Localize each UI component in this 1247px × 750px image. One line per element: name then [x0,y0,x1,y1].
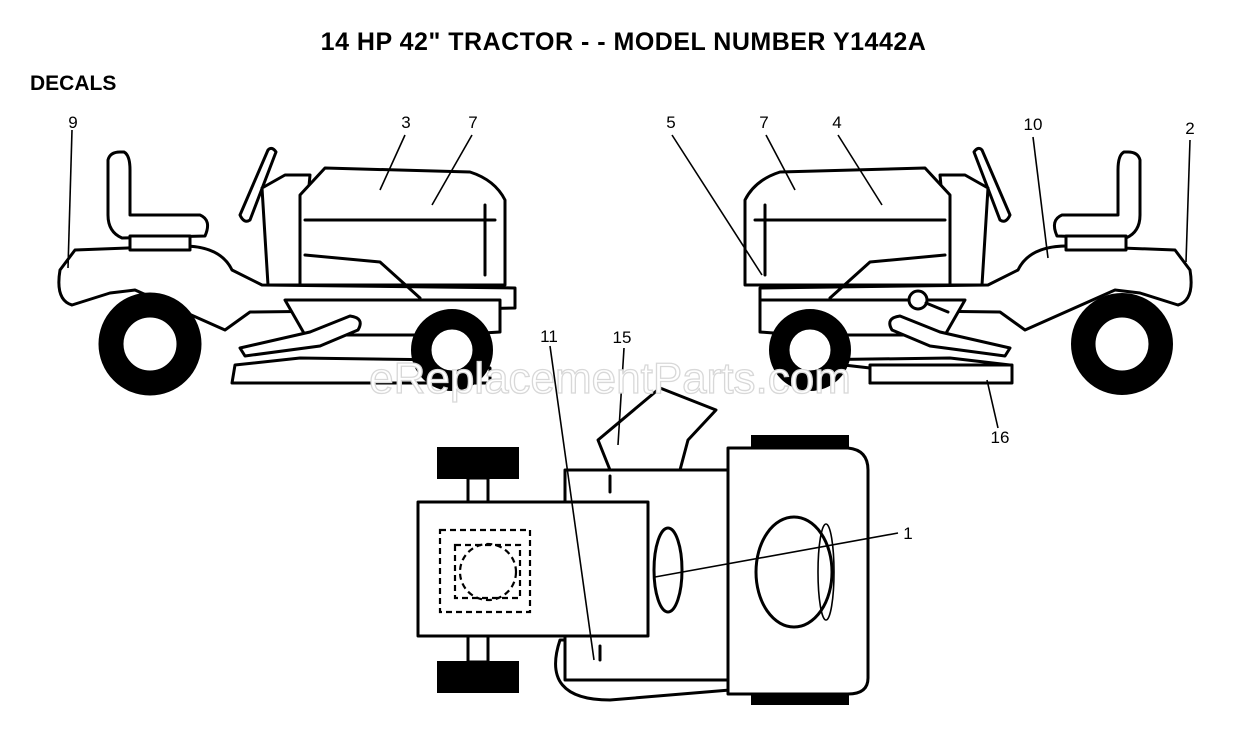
callout-2: 2 [1185,119,1194,138]
callout-9: 9 [68,113,77,132]
callout-1: 1 [903,524,912,543]
callout-11: 11 [540,327,558,346]
leader-lines [67,129,1191,661]
tractor-right-side-view [743,146,1193,395]
callout-4: 4 [832,113,841,132]
callout-labels: 9 3 7 5 7 4 10 2 11 15 16 1 [68,113,1194,543]
callout-3: 3 [401,113,410,132]
callout-7-right: 7 [759,113,768,132]
tractor-top-view [416,386,870,705]
callout-7-left: 7 [468,113,477,132]
page-title: 14 HP 42" TRACTOR - - MODEL NUMBER Y1442… [320,28,927,56]
callout-16: 16 [991,428,1010,447]
callout-15: 15 [613,328,632,347]
callout-10: 10 [1024,115,1043,134]
watermark: eReplacementParts.com [369,354,851,403]
section-label: DECALS [30,72,117,95]
callout-5: 5 [666,113,675,132]
tractor-left-side-view [57,146,517,396]
